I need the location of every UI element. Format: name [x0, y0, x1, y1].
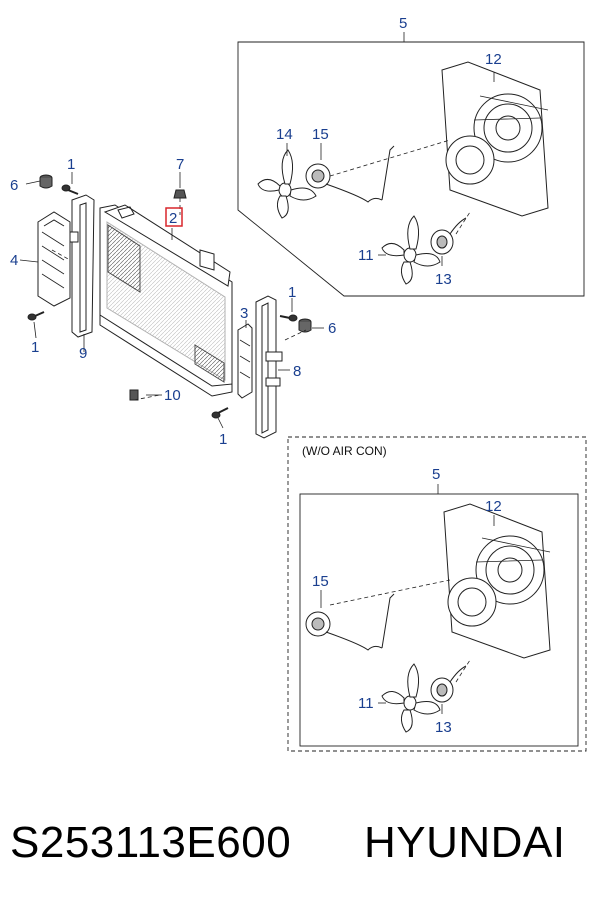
highlight-box-2 — [165, 207, 183, 227]
fan-motor-15-bottom — [305, 593, 395, 651]
callout-11-top: 11 — [358, 247, 374, 264]
callout-11-bottom: 11 — [358, 695, 374, 712]
bushing-top-left — [39, 174, 53, 189]
variant-label: (W/O AIR CON) — [302, 444, 387, 458]
callout-13-top: 13 — [435, 271, 452, 288]
bolt-right — [279, 314, 298, 322]
left-bracket — [65, 194, 95, 338]
fan-shroud-top — [441, 61, 549, 217]
bolt-top-left — [61, 184, 79, 195]
callout-12-top: 12 — [485, 51, 502, 68]
fan-blade-11-bottom — [381, 663, 441, 733]
bolt-left — [27, 311, 45, 321]
callout-14: 14 — [276, 126, 293, 143]
callout-4: 4 — [10, 252, 18, 269]
callout-12-bottom: 12 — [485, 498, 502, 515]
callout-7: 7 — [176, 156, 184, 173]
brand-name: HYUNDAI — [364, 818, 566, 867]
drain-plug-10 — [129, 389, 139, 401]
callout-6-top: 6 — [10, 177, 18, 194]
callout-15-top: 15 — [312, 126, 329, 143]
fan-assembly-top — [237, 32, 585, 297]
bolt-bottom — [211, 407, 229, 419]
callout-6-right: 6 — [328, 320, 336, 337]
left-air-guide — [37, 211, 71, 307]
bushing-right — [298, 318, 312, 333]
fan-motor-13-bottom — [430, 665, 467, 703]
fan-blade-11-top — [381, 215, 441, 285]
callout-1-right: 1 — [288, 284, 296, 301]
nut-7 — [173, 189, 187, 199]
fan-blade-14 — [257, 149, 317, 219]
callout-1-left: 1 — [31, 339, 39, 356]
radiator-assembly — [27, 174, 312, 439]
callout-2: 2 — [169, 210, 177, 227]
fan-assembly-no-aircon: (W/O AIR CON) — [287, 436, 587, 752]
callout-9: 9 — [79, 345, 87, 362]
callout-3: 3 — [240, 305, 248, 322]
callout-1-top: 1 — [67, 156, 75, 173]
callout-1-bottom: 1 — [219, 431, 227, 448]
callout-8: 8 — [293, 363, 301, 380]
fan-shroud-bottom — [443, 503, 551, 659]
callout-5-bottom: 5 — [432, 466, 440, 483]
callout-15-bottom: 15 — [312, 573, 329, 590]
callout-10: 10 — [164, 387, 181, 404]
right-air-guide — [237, 323, 253, 399]
callout-5-top: 5 — [399, 15, 407, 32]
fan-motor-13-top — [430, 217, 467, 255]
right-bracket — [255, 295, 283, 439]
left-callout-leaders — [19, 172, 324, 429]
radiator-core — [99, 204, 233, 397]
part-number: S253113E600 — [10, 818, 292, 867]
fan-motor-15-top — [305, 145, 395, 203]
callout-13-bottom: 13 — [435, 719, 452, 736]
